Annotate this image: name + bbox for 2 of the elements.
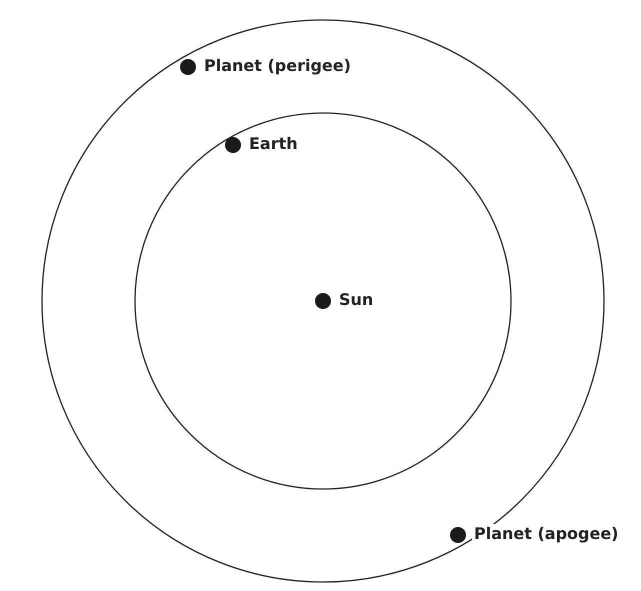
point-label: Planet (apogee)	[472, 524, 620, 544]
point-label: Planet (perigee)	[202, 56, 353, 76]
